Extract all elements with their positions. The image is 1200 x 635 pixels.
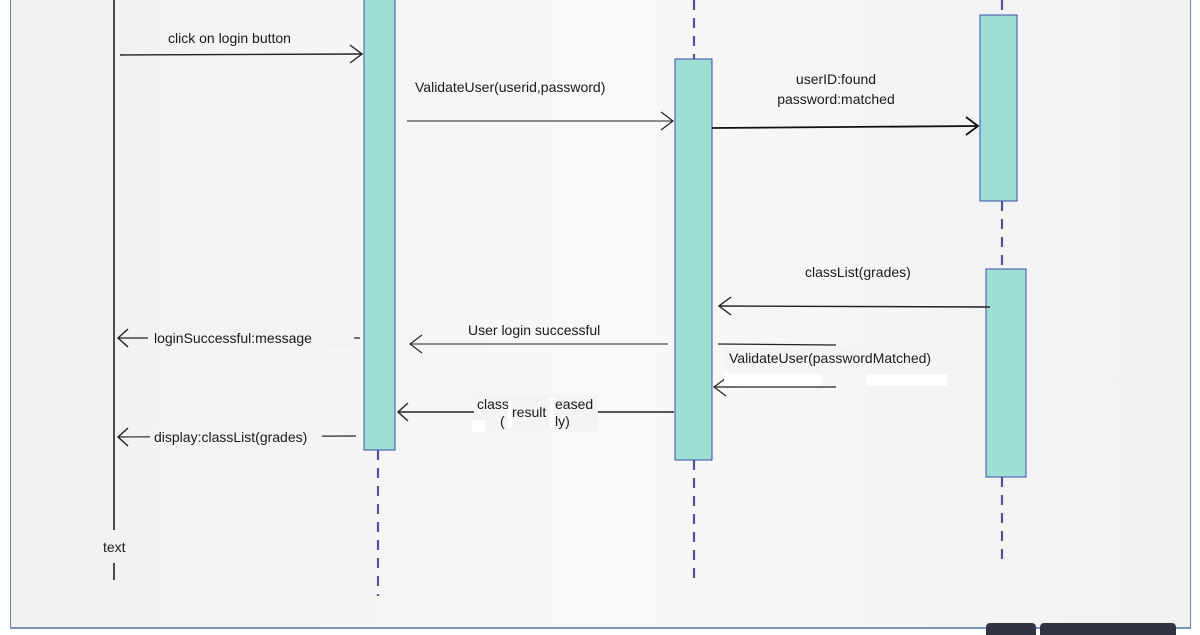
label-login-successful-message: loginSuccessful:message: [154, 330, 312, 346]
actor-label: text: [103, 539, 126, 555]
activation-bar-db-2: [985, 268, 1027, 478]
message-validate-user: [407, 111, 674, 131]
label-click-login: click on login button: [168, 30, 291, 46]
toolbar-tab[interactable]: [986, 623, 1036, 635]
message-userid-found: [711, 116, 980, 136]
activation-bar-db-1: [979, 14, 1018, 202]
label-result-fragment: result: [512, 404, 547, 420]
redaction-block: [550, 398, 554, 428]
redaction-block: [724, 374, 822, 386]
label-ly-fragment: ly): [555, 413, 570, 429]
label-validate-user: ValidateUser(userid,password): [415, 79, 606, 95]
message-user-login-successful: [409, 334, 668, 354]
redaction-block: [866, 374, 947, 386]
label-paren-fragment: (: [500, 413, 505, 429]
label-validate-user-matched: ValidateUser(passwordMatched): [729, 350, 932, 366]
activation-bar-ui: [363, 0, 396, 451]
label-classlist-grades: classList(grades): [805, 264, 911, 280]
message-validate-user-matched: [713, 343, 837, 397]
redaction-block: [508, 402, 512, 428]
label-password-matched: password:matched: [777, 91, 895, 107]
label-user-login-successful: User login successful: [468, 322, 601, 338]
label-eased-fragment: eased: [555, 396, 594, 412]
label-display-classlist: display:classList(grades): [154, 429, 308, 445]
label-class-fragment: class: [477, 396, 508, 412]
toolbar-tab[interactable]: [1040, 623, 1176, 635]
message-click-login: [119, 44, 364, 64]
label-userid-found: userID:found: [795, 71, 877, 87]
message-classlist-return: [717, 296, 991, 316]
activation-bar-controller: [674, 58, 713, 461]
redaction-block: [472, 420, 485, 432]
